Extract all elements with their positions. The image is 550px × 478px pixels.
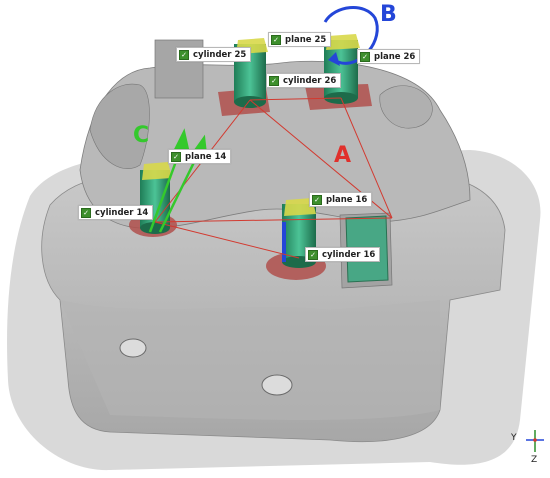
axis-label-y: Y [511, 433, 517, 443]
label-text: cylinder 16 [322, 249, 376, 260]
check-icon: ✓ [179, 49, 189, 60]
dental-model-body[interactable] [41, 39, 506, 443]
label-cylinder-25[interactable]: ✓ cylinder 25 [176, 47, 252, 62]
label-plane-16[interactable]: ✓ plane 16 [309, 192, 373, 207]
label-plane-14[interactable]: ✓ plane 14 [168, 149, 232, 164]
label-text: plane 14 [185, 151, 227, 162]
check-icon: ✓ [312, 194, 322, 205]
label-cylinder-14[interactable]: ✓ cylinder 14 [78, 205, 154, 220]
label-text: cylinder 14 [95, 207, 149, 218]
annotation-a: A [334, 143, 352, 168]
label-cylinder-26[interactable]: ✓ cylinder 26 [266, 73, 342, 88]
measurement-lines [154, 97, 393, 259]
check-icon: ✓ [81, 207, 91, 218]
b-rotation-arc [323, 5, 379, 66]
check-icon: ✓ [271, 34, 281, 45]
check-icon: ✓ [360, 51, 370, 62]
scanbody-cylinder-14[interactable] [140, 162, 172, 234]
check-icon: ✓ [308, 249, 318, 260]
label-text: plane 16 [326, 194, 368, 205]
scanbody-cylinder-16[interactable] [282, 198, 316, 268]
label-text: cylinder 26 [283, 75, 337, 86]
annotation-c: C [133, 123, 150, 148]
axis-label-z: Z [531, 455, 538, 465]
label-text: plane 26 [374, 51, 416, 62]
check-icon: ✓ [269, 75, 279, 86]
annotation-b: B [380, 2, 397, 27]
coordinate-triad [526, 430, 544, 452]
label-plane-25[interactable]: ✓ plane 25 [268, 32, 332, 47]
label-text: plane 25 [285, 34, 327, 45]
scanbody-cylinder-26[interactable] [324, 34, 360, 104]
label-text: cylinder 25 [193, 49, 247, 60]
check-icon: ✓ [171, 151, 181, 162]
label-cylinder-16[interactable]: ✓ cylinder 16 [305, 247, 381, 262]
label-plane-26[interactable]: ✓ plane 26 [357, 49, 421, 64]
